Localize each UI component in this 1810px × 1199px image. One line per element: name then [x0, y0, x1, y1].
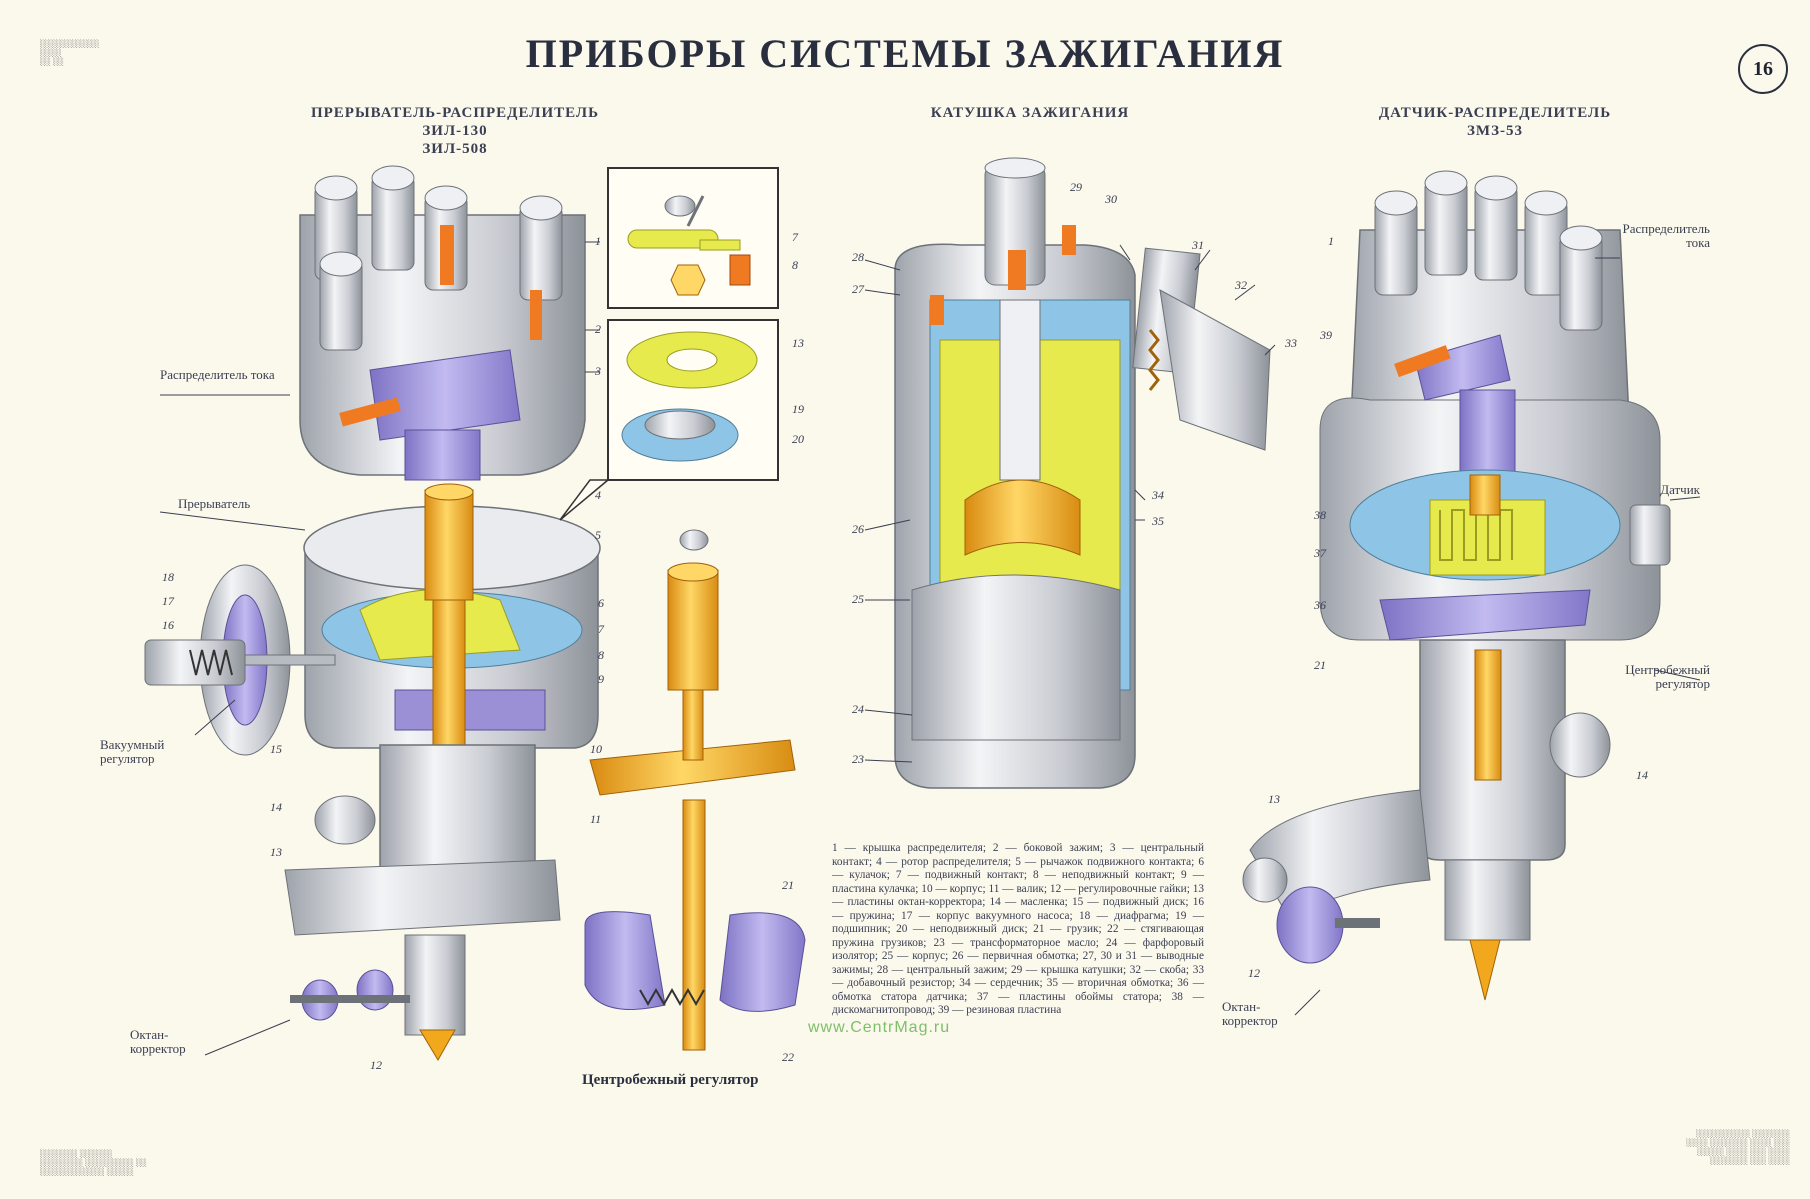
- legend-text: 1 — крышка распределителя; 2 — боковой з…: [832, 842, 1204, 1016]
- page-number-badge: 16: [1738, 44, 1788, 94]
- part-number: 22: [782, 1050, 794, 1064]
- part-number: 1: [1328, 234, 1334, 248]
- part-number: 13: [792, 336, 804, 350]
- distributor-cap: [299, 165, 586, 481]
- part-number: 37: [1314, 546, 1326, 560]
- part-number: 38: [1314, 508, 1326, 522]
- part-number: 23: [852, 752, 864, 766]
- sensor-distributor-illustration: [1242, 170, 1671, 1001]
- part-number: 10: [590, 742, 602, 756]
- callout-vacuum-regulator: Вакуумный регулятор: [100, 737, 165, 766]
- watermark: www.CentrMag.ru: [808, 1019, 951, 1036]
- vacuum-regulator: [144, 564, 336, 756]
- part-number: 4: [595, 488, 601, 502]
- part-number: 15: [270, 742, 282, 756]
- callout-right-distributor: Распределитель тока: [1622, 221, 1710, 250]
- part-number: 28: [852, 250, 864, 264]
- part-number: 9: [598, 672, 604, 686]
- caption-centrifugal-regulator: Центробежный регулятор: [582, 1072, 759, 1088]
- part-number: 27: [852, 282, 864, 296]
- part-number: 32: [1235, 278, 1247, 292]
- part-number: 16: [162, 618, 174, 632]
- callout-left-distributor: Распределитель тока: [160, 367, 275, 382]
- section-title-right: ДАТЧИК-РАСПРЕДЕЛИТЕЛЬ ЗМЗ-53: [1330, 104, 1660, 140]
- callout-centrifugal-regulator-right: Центробежный регулятор: [1625, 662, 1710, 691]
- part-number: 19: [792, 402, 804, 416]
- part-number: 12: [1248, 966, 1260, 980]
- part-number: 3: [595, 364, 601, 378]
- part-number: 39: [1320, 328, 1332, 342]
- part-number: 25: [852, 592, 864, 606]
- section-title-middle-text: КАТУШКА ЗАЖИГАНИЯ: [930, 105, 1130, 121]
- leader-lines: [159, 241, 1701, 1056]
- part-number: 17: [162, 594, 174, 608]
- inset-disc-detail: [559, 319, 779, 521]
- part-number: 14: [270, 800, 282, 814]
- model-zmz53: ЗМЗ-53: [1467, 123, 1523, 139]
- part-number: 13: [1268, 792, 1280, 806]
- part-number: 33: [1285, 336, 1297, 350]
- part-number: 31: [1192, 238, 1204, 252]
- section-title-right-text: ДАТЧИК-РАСПРЕДЕЛИТЕЛЬ: [1378, 105, 1612, 121]
- section-title-left: ПРЕРЫВАТЕЛЬ-РАСПРЕДЕЛИТЕЛЬ ЗИЛ-130 ЗИЛ-5…: [280, 104, 630, 158]
- part-number: 6: [598, 596, 604, 610]
- part-number: 21: [782, 878, 794, 892]
- part-number: 26: [852, 522, 864, 536]
- inset-contact-detail: [607, 167, 779, 309]
- part-number: 35: [1152, 514, 1164, 528]
- part-number: 7: [598, 622, 604, 636]
- part-number: 14: [1636, 768, 1648, 782]
- part-number: 20: [792, 432, 804, 446]
- centrifugal-regulator-illustration: [584, 529, 806, 1051]
- callout-sensor: Датчик: [1660, 482, 1700, 497]
- part-number: 29: [1070, 180, 1082, 194]
- part-number: 12: [370, 1058, 382, 1072]
- poster-title: ПРИБОРЫ СИСТЕМЫ ЗАЖИГАНИЯ: [525, 31, 1285, 76]
- publisher-note-top-left: ░░░░░░░░░░░░░░░░░ ░░: [40, 40, 100, 66]
- part-number: 8: [598, 648, 604, 662]
- model-zil508: ЗИЛ-508: [422, 141, 488, 157]
- callout-breaker: Прерыватель: [178, 496, 251, 511]
- part-number: 24: [852, 702, 864, 716]
- part-number: 5: [595, 528, 601, 542]
- callout-octane-corrector-right: Октан-корректор: [1222, 999, 1278, 1028]
- part-number: 2: [595, 322, 601, 336]
- part-number: 18: [162, 570, 174, 584]
- part-number: 34: [1152, 488, 1164, 502]
- part-number: 36: [1314, 598, 1326, 612]
- part-number: 11: [590, 812, 602, 826]
- distributor-body-lower: [284, 744, 561, 1061]
- breaker-distributor-illustration: [144, 165, 601, 1061]
- part-number: 1: [595, 234, 601, 248]
- publisher-note-bottom-left: ░░░░░░░ ░░░░░░░░░░░░░░ ░░░░░░░░░ ░░░░░░░…: [40, 1150, 147, 1176]
- publisher-note-bottom-right: ░░░░░░░░░░ ░░░░░░░░░░░ ░░░░░░░ ░░░░ ░░░░…: [1686, 1130, 1790, 1165]
- part-number: 7: [792, 230, 798, 244]
- callout-octane-corrector-left: Октан-корректор: [130, 1027, 186, 1056]
- section-title-middle: КАТУШКА ЗАЖИГАНИЯ: [880, 104, 1180, 122]
- ignition-coil-illustration: [894, 157, 1271, 789]
- model-zil130: ЗИЛ-130: [422, 123, 488, 139]
- part-number: 13: [270, 845, 282, 859]
- part-number: 30: [1105, 192, 1117, 206]
- part-number: 8: [792, 258, 798, 272]
- part-number: 21: [1314, 658, 1326, 672]
- section-title-left-text: ПРЕРЫВАТЕЛЬ-РАСПРЕДЕЛИТЕЛЬ: [310, 105, 600, 121]
